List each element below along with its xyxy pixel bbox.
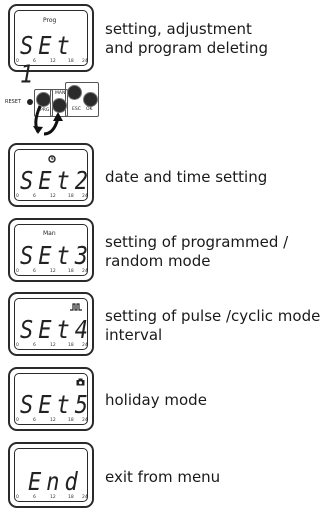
lcd-frame [14,373,88,425]
esc-key [67,85,82,100]
esc-key-label: ESC [72,107,81,112]
pulse-icon [70,303,82,311]
reset-label: RESET [5,99,22,105]
lcd-frame [14,298,88,350]
lcd-segment-text: End [28,468,83,497]
description-set3: setting of programmed / random mode [105,233,289,270]
description-end: exit from menu [105,468,221,486]
lcd-segment-text: SEt4 [20,316,93,345]
keypad-illustration: RESET PRG MAN ESC OK [0,82,110,138]
lcd-frame [14,448,88,502]
man-key-label: MAN [55,91,66,96]
lcd-display-end: End 0 6 12 18 24 [8,442,94,508]
camera-icon [76,378,85,386]
prg-key [36,92,51,107]
curved-arrow-icon [33,105,63,136]
lcd-segment-text: SEt3 [20,242,93,271]
man-indicator: Man [43,230,56,237]
lcd-segment-text: SEt5 [20,391,93,420]
time-scale: 0 6 12 18 24 [16,269,88,274]
key-box-right [65,82,99,117]
lcd-frame [14,224,88,276]
clock-icon [48,155,56,163]
ok-key [83,92,98,107]
time-scale: 0 6 12 18 24 [16,495,88,500]
lcd-frame [14,149,88,201]
lcd-display-set4: SEt4 0 6 12 18 24 [8,292,94,356]
man-key [52,98,67,113]
prog-indicator: Prog [43,17,57,24]
time-scale: 0 6 12 18 24 [16,418,88,423]
lcd-segment-text: SEt 1 [20,32,75,90]
time-scale: 0 6 12 18 24 [16,343,88,348]
time-scale: 0 6 12 18 24 [16,194,88,199]
lcd-display-set2: SEt2 0 6 12 18 24 [8,143,94,207]
ok-key-label: OK [86,107,93,112]
time-scale: 0 6 12 18 24 [16,59,88,64]
lcd-display-set1: Prog SEt 1 0 6 12 18 24 [8,4,94,90]
prg-key-label: PRG [40,108,50,113]
description-set1: setting, adjustment and program deleting [105,20,269,57]
description-set4: setting of pulse /cyclic mode interval [105,307,321,344]
lcd-frame [14,10,88,66]
description-set2: date and time setting [105,168,268,186]
lcd-display-set5: SEt5 0 6 12 18 24 [8,367,94,431]
reset-button [27,99,33,105]
lcd-display-set3: Man SEt3 0 6 12 18 24 [8,218,94,282]
description-set5: holiday mode [105,391,207,409]
lcd-segment-text: SEt2 [20,167,93,196]
